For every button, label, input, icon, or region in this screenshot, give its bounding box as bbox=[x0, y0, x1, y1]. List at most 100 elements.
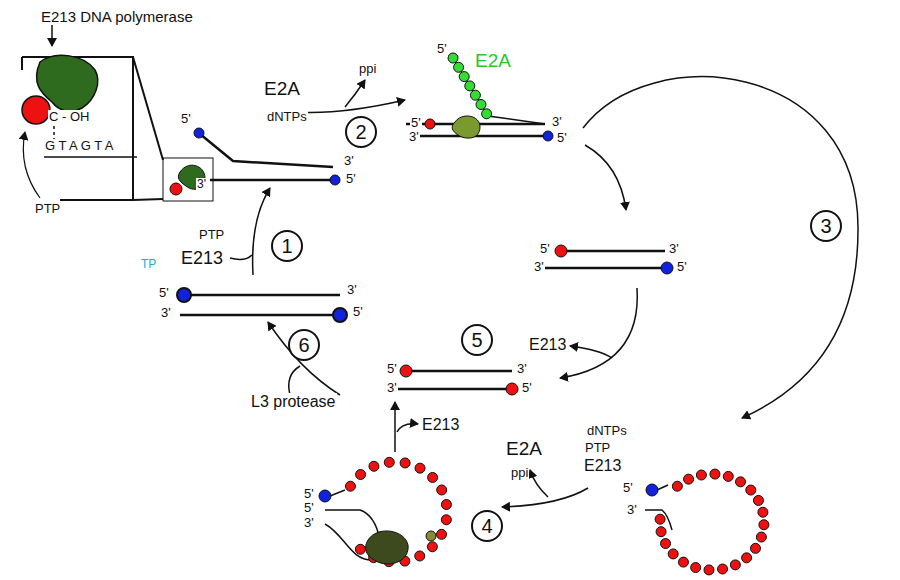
ptp-dot bbox=[22, 96, 50, 124]
bead bbox=[691, 563, 701, 573]
branch-arrow bbox=[230, 255, 252, 259]
inset-frame bbox=[22, 20, 213, 201]
bead bbox=[448, 53, 458, 63]
diagram-label: 3' bbox=[516, 362, 528, 377]
callout-number: 6 bbox=[288, 329, 320, 361]
diagram-label: ppi bbox=[358, 62, 377, 77]
ptp-dot bbox=[425, 119, 435, 129]
diagram-label: 3' bbox=[386, 381, 398, 396]
step-arrow bbox=[394, 402, 396, 452]
bead bbox=[723, 471, 733, 481]
step-arrow bbox=[585, 145, 626, 210]
bead bbox=[459, 72, 469, 82]
bead bbox=[704, 565, 714, 575]
diagram-label: 5' bbox=[352, 305, 364, 320]
callout-number: 4 bbox=[471, 510, 503, 542]
bead bbox=[758, 507, 768, 517]
branch-arrow bbox=[570, 346, 612, 358]
diagram-label: TP bbox=[140, 258, 157, 272]
diagram-label: 5' bbox=[556, 131, 568, 146]
bead bbox=[710, 469, 720, 479]
dna-strand bbox=[657, 485, 668, 490]
tp-dot bbox=[330, 175, 340, 185]
bead bbox=[400, 458, 410, 468]
callout-text: 6 bbox=[298, 335, 309, 355]
bead bbox=[750, 543, 760, 553]
bead bbox=[678, 557, 688, 567]
branch-arrow bbox=[397, 424, 418, 432]
diagram-label: PTP bbox=[584, 441, 611, 456]
bead bbox=[437, 485, 447, 495]
polymerase-shape bbox=[366, 531, 409, 564]
callout-number: 3 bbox=[810, 210, 842, 242]
ptp-dot bbox=[170, 183, 182, 195]
diagram-label: G T A G T A bbox=[44, 139, 114, 154]
callout-text: 5 bbox=[471, 330, 482, 350]
bead bbox=[718, 564, 728, 574]
zoom-line bbox=[133, 57, 163, 200]
ptp-dot bbox=[400, 365, 412, 377]
callout-text: 3 bbox=[820, 216, 831, 236]
bead bbox=[415, 463, 425, 473]
bead bbox=[415, 551, 425, 561]
step-arrow bbox=[502, 488, 588, 507]
bead bbox=[454, 62, 464, 72]
ptp-dot bbox=[555, 245, 567, 257]
bead bbox=[441, 515, 451, 525]
diagram-label: 5' bbox=[521, 381, 533, 396]
step-arrow bbox=[560, 288, 637, 378]
diagram-label: ppi bbox=[510, 466, 529, 481]
bead bbox=[684, 474, 694, 484]
diagram-label: 5' bbox=[180, 112, 192, 127]
bead bbox=[476, 100, 486, 110]
tp-dot bbox=[194, 128, 204, 138]
tp-dot bbox=[543, 131, 553, 141]
bead bbox=[759, 520, 769, 530]
bead bbox=[656, 527, 666, 537]
diagram-label: 3' bbox=[408, 130, 420, 145]
diagram-label: E213 bbox=[528, 336, 567, 354]
bead bbox=[742, 553, 752, 563]
diagram-label: 3' bbox=[343, 154, 355, 169]
branch-arrow bbox=[345, 80, 365, 107]
diagram-label: 5' bbox=[539, 242, 551, 257]
diagram-label: E213 DNA polymerase bbox=[40, 8, 194, 25]
bead bbox=[437, 529, 447, 539]
diagram-label: 3' bbox=[626, 503, 638, 518]
dna-strand bbox=[330, 490, 345, 496]
ptp-dot bbox=[506, 383, 518, 395]
process-arrows bbox=[230, 77, 858, 507]
tp-dot bbox=[646, 484, 658, 496]
diagram-label: dNTPs bbox=[586, 424, 628, 439]
diagram-label: E213 bbox=[583, 457, 622, 475]
callout-text: 2 bbox=[355, 122, 366, 142]
diagram-label: 5' bbox=[436, 42, 448, 57]
dna-strand bbox=[398, 371, 512, 389]
bead bbox=[355, 544, 365, 554]
diagram-label: 3' bbox=[196, 178, 207, 192]
callout-number: 2 bbox=[345, 116, 377, 148]
diagram-label: 5' bbox=[676, 260, 688, 275]
step-arrow bbox=[268, 322, 340, 395]
bead bbox=[465, 81, 475, 91]
step-arrow bbox=[583, 77, 858, 418]
callout-text: 1 bbox=[281, 236, 292, 256]
bead bbox=[746, 485, 756, 495]
bead bbox=[672, 481, 682, 491]
bead bbox=[356, 470, 366, 480]
bead bbox=[441, 500, 451, 510]
diagram-label: PTP bbox=[198, 228, 225, 243]
tp-dot bbox=[177, 288, 191, 302]
bead bbox=[668, 549, 678, 559]
bead bbox=[384, 457, 394, 467]
bead bbox=[736, 477, 746, 487]
branch-arrow bbox=[289, 366, 300, 395]
primer-dot bbox=[426, 531, 436, 541]
callout-text: 4 bbox=[481, 516, 492, 536]
bead bbox=[661, 539, 671, 549]
bead bbox=[470, 90, 480, 100]
diagram-label: E213 bbox=[421, 416, 460, 434]
diagram-label: L3 protease bbox=[250, 393, 337, 411]
